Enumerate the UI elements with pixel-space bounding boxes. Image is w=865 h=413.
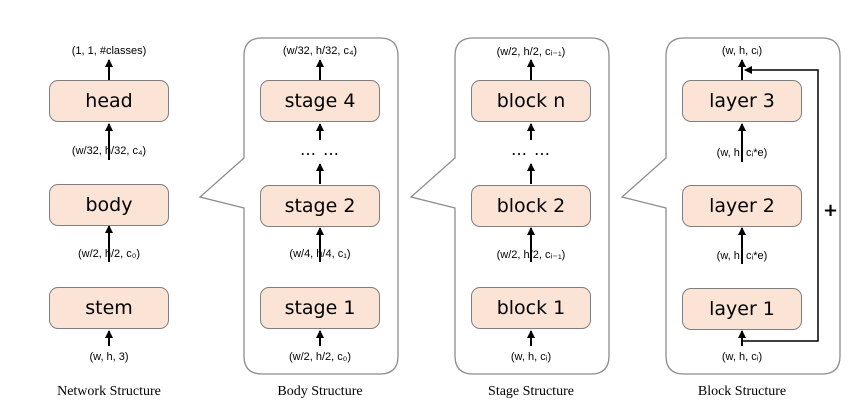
- block-dim-layer1: (w, h, cᵢ*e): [716, 250, 768, 262]
- body-dim-input: (w/2, h/2, c₀): [288, 351, 352, 363]
- body-dim-stage1: (w/4, h/4, c₁): [289, 248, 351, 260]
- stage-caption: Stage Structure: [488, 384, 574, 399]
- stage-ellipsis: … …: [510, 140, 552, 159]
- residual-connection: [742, 66, 819, 342]
- network-dim-output: (1, 1, #classes): [71, 45, 147, 57]
- block-dim-output: (w, h, cᵢ): [721, 45, 763, 57]
- body-structure-panel: [198, 37, 399, 375]
- block-dim-layer2: (w, h, cᵢ*e): [716, 147, 768, 159]
- block-dim-input: (w, h, cᵢ): [721, 351, 763, 363]
- network-caption: Network Structure: [57, 384, 161, 399]
- layer-1-box: layer 1: [682, 288, 802, 330]
- stage-1-box: stage 1: [260, 287, 380, 329]
- head-box: head: [49, 80, 169, 122]
- block-2-box: block 2: [471, 185, 591, 227]
- body-box: body: [49, 184, 169, 226]
- body-ellipsis: … …: [299, 140, 341, 159]
- stage-2-box: stage 2: [260, 185, 380, 227]
- residual-plus-symbol: +: [823, 200, 839, 221]
- block-caption: Block Structure: [697, 384, 787, 399]
- body-caption: Body Structure: [277, 384, 363, 399]
- stage-dim-input: (w, h, cᵢ): [510, 351, 552, 363]
- body-dim-output: (w/32, h/32, c₄): [282, 45, 358, 57]
- layer-2-box: layer 2: [682, 185, 802, 227]
- stage-dim-block1: (w/2, h/2, cᵢ₋₁): [496, 249, 566, 261]
- stage-4-box: stage 4: [260, 80, 380, 122]
- block-1-box: block 1: [471, 287, 591, 329]
- network-dim-input: (w, h, 3): [89, 351, 129, 363]
- stage-structure-panel: [409, 37, 610, 375]
- block-structure-panel: [620, 37, 841, 375]
- network-dim-stem: (w/2, h/2, c₀): [77, 248, 141, 260]
- layer-3-box: layer 3: [682, 80, 802, 122]
- stem-box: stem: [49, 287, 169, 329]
- network-dim-body: (w/32, h/32, c₄): [71, 145, 147, 157]
- stage-dim-output: (w/2, h/2, cᵢ₋₁): [496, 46, 566, 58]
- block-n-box: block n: [471, 80, 591, 122]
